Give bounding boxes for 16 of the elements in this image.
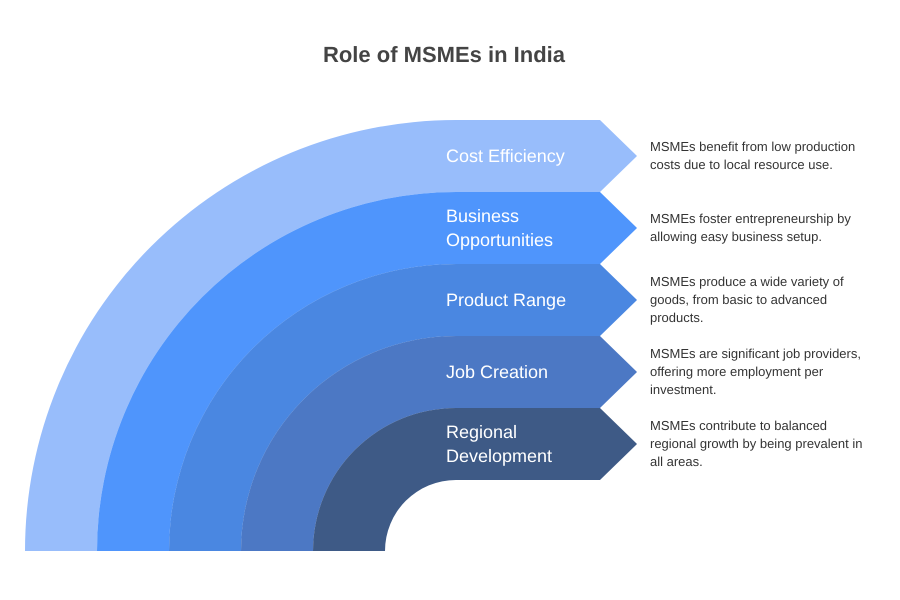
arrow-band (25, 120, 637, 551)
diagram-title: Role of MSMEs in India (322, 41, 566, 69)
description-text: MSMEs foster entrepreneurship by allowing easy business setup. (650, 210, 852, 246)
band-label: Business Opportunities (446, 205, 554, 252)
arrow-band (169, 264, 637, 551)
band-label: Regional Development (446, 421, 554, 468)
description-text: MSMEs contribute to balanced regional growth by being prevalent in all areas. (650, 417, 864, 471)
description-text: MSMEs are significant job providers, offering more employment per investment. (650, 345, 862, 399)
arrow-band (97, 192, 637, 551)
description-text: MSMEs produce a wide variety of goods, from basic to advanced products. (650, 273, 845, 327)
band-label: Cost Efficiency (446, 145, 566, 168)
arrow-band (313, 408, 637, 551)
band-label: Job Creation (446, 361, 550, 384)
arrow-band (241, 336, 637, 551)
band-label: Product Range (446, 289, 568, 312)
description-text: MSMEs benefit from low production costs due to local resource use. (650, 138, 856, 174)
